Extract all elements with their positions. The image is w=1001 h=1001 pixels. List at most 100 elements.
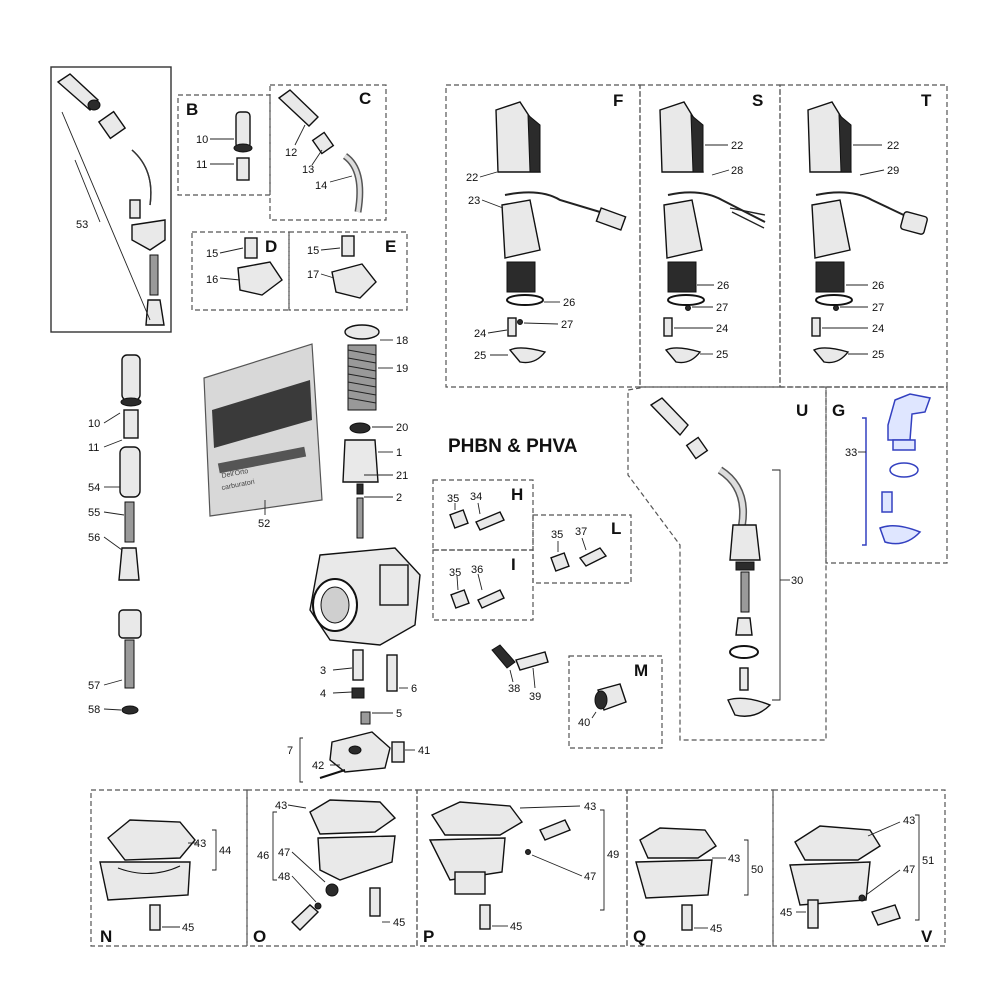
part-number-57: 57	[88, 680, 100, 692]
part-number-24-t: 24	[872, 323, 884, 335]
kit-frame-N	[90, 789, 248, 947]
kit-frame-L	[532, 514, 632, 584]
part-number-7: 7	[287, 745, 293, 757]
kit-letter-I: I	[511, 555, 516, 574]
part-number-45-v: 45	[780, 907, 792, 919]
part-number-38: 38	[508, 683, 520, 695]
part-number-36: 36	[471, 564, 483, 576]
part-number-43-v: 43	[903, 815, 915, 827]
part-number-28: 28	[731, 165, 743, 177]
kit-letter-V: V	[921, 927, 933, 946]
part-number-49: 49	[607, 849, 619, 861]
part-number-18: 18	[396, 335, 408, 347]
part-number-45-p: 45	[510, 921, 522, 933]
part-number-27-s: 27	[716, 302, 728, 314]
part-number-29: 29	[887, 165, 899, 177]
kit-letter-O: O	[253, 927, 266, 946]
part-number-52: 52	[258, 518, 270, 530]
part-number-43-p: 43	[584, 801, 596, 813]
part-number-43-o: 43	[275, 800, 287, 812]
part-number-11-b: 11	[196, 159, 207, 171]
kit-letter-U: U	[796, 401, 808, 420]
part-number-21: 21	[396, 470, 408, 482]
part-number-2: 2	[396, 492, 402, 504]
kit-N-parts: 43 44 45 N	[99, 819, 231, 946]
part-number-26-s: 26	[717, 280, 729, 292]
part-number-44: 44	[219, 845, 231, 857]
part-number-43-q: 43	[728, 853, 740, 865]
part-number-11-left: 11	[88, 442, 99, 454]
kit-letter-D: D	[265, 237, 277, 256]
kit-letter-L: L	[611, 519, 621, 538]
left-column-parts: 10 11 54 55 56 57 58	[88, 354, 142, 716]
part-number-48: 48	[278, 871, 290, 883]
carburetor-center-stack: 18 19 20 1 21 2 3 4 5 6 7 41 42	[287, 324, 430, 783]
part-number-4: 4	[320, 688, 326, 700]
kit-frame-P	[416, 789, 628, 947]
kit-G-parts-highlighted: 33	[845, 393, 931, 546]
kit-frame-U	[627, 386, 827, 741]
kit-M-parts: 40	[578, 683, 627, 729]
kit-Q-parts: 43 50 45 Q	[633, 827, 763, 946]
kit-T-parts: 22 29 26 27 24 25	[807, 101, 928, 364]
kit-frame-T	[779, 84, 948, 388]
kit-H-parts: 35 34	[447, 491, 505, 531]
kit-letter-S: S	[752, 91, 763, 110]
part-number-27-t: 27	[872, 302, 884, 314]
part-number-1: 1	[396, 447, 402, 459]
part-number-25-t: 25	[872, 349, 884, 361]
part-number-45-q: 45	[710, 923, 722, 935]
kit-U-parts: 30	[649, 397, 803, 717]
part-number-26-f: 26	[563, 297, 575, 309]
part-number-27-f: 27	[561, 319, 573, 331]
kit-letter-B: B	[186, 100, 198, 119]
parts-38-39: 38 39	[491, 644, 549, 703]
part-number-6: 6	[411, 683, 417, 695]
kit-C-parts: 12 13 14	[277, 89, 364, 213]
kit-frame-G	[825, 386, 948, 564]
kit-frame-V	[772, 789, 946, 947]
part-number-46: 46	[257, 850, 269, 862]
kit-frame-E	[288, 231, 408, 311]
part-number-50: 50	[751, 864, 763, 876]
part-number-17: 17	[307, 269, 319, 281]
part-number-40: 40	[578, 717, 590, 729]
part-number-56: 56	[88, 532, 100, 544]
kit-letter-N: N	[100, 927, 112, 946]
part-number-45-n: 45	[182, 922, 194, 934]
part-number-43-n: 43	[194, 838, 206, 850]
kit-F-parts: 22 23 26 27 24 25	[466, 101, 627, 364]
kit-letter-M: M	[634, 661, 648, 680]
kit-letter-H: H	[511, 485, 523, 504]
kit-I-parts: 35 36	[449, 564, 505, 609]
kit-letter-C: C	[359, 89, 371, 108]
kit-D-parts: 15 16	[206, 237, 283, 296]
part-number-20: 20	[396, 422, 408, 434]
part-number-34: 34	[470, 491, 482, 503]
part-number-3: 3	[320, 665, 326, 677]
part-number-33: 33	[845, 447, 857, 459]
kit-frame-I	[432, 549, 534, 621]
kit-frame-C	[269, 84, 387, 221]
part-number-30: 30	[791, 575, 803, 587]
part-number-25-s: 25	[716, 349, 728, 361]
kit-V-parts: 43 51 47 45 V	[780, 814, 934, 946]
gasket-bag-52: Dell'Orto carburatori 52	[203, 343, 323, 530]
kit-frame-53	[50, 66, 172, 333]
part-number-47-p: 47	[584, 871, 596, 883]
part-number-47-o: 47	[278, 847, 290, 859]
kit-letter-T: T	[921, 91, 932, 110]
part-number-55: 55	[88, 507, 100, 519]
part-number-54: 54	[88, 482, 100, 494]
part-number-22-s: 22	[731, 140, 743, 152]
part-number-47-v: 47	[903, 864, 915, 876]
part-number-22-f: 22	[466, 172, 478, 184]
kit-frame-M	[568, 655, 663, 749]
kit-letter-Q: Q	[633, 927, 646, 946]
part-number-22-t: 22	[887, 140, 899, 152]
part-number-45-o: 45	[393, 917, 405, 929]
part-number-25-f: 25	[474, 350, 486, 362]
kit-frame-O	[246, 789, 418, 947]
part-number-14: 14	[315, 180, 327, 192]
kit-letter-F: F	[613, 91, 623, 110]
